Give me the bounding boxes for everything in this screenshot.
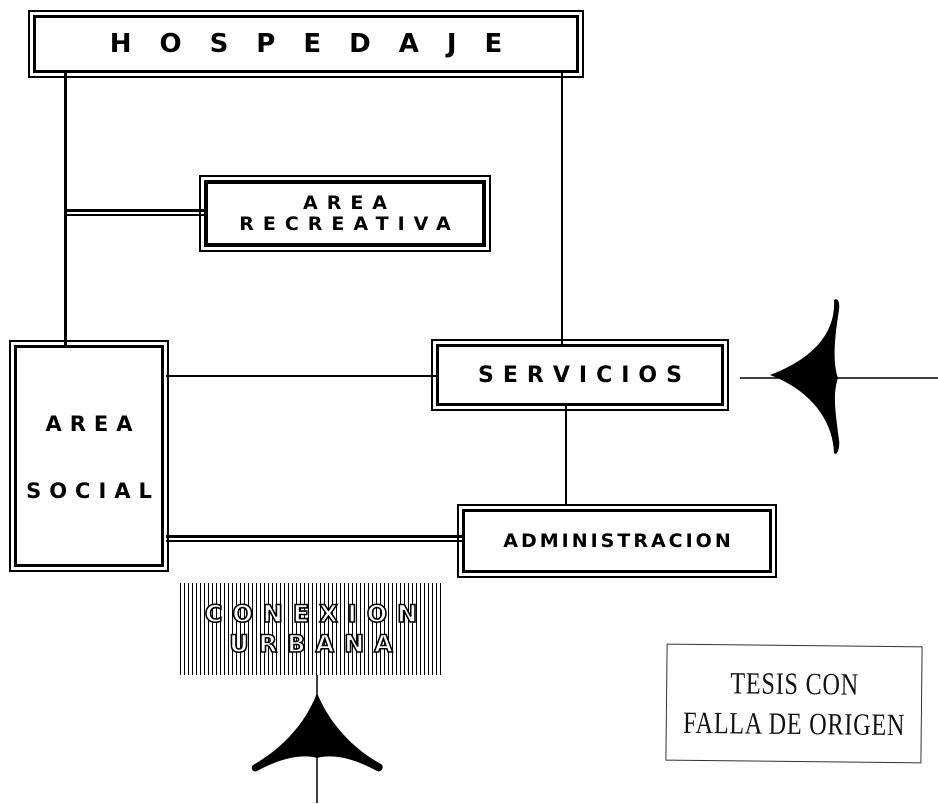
node-area-social-label-1: AREA (45, 411, 141, 436)
node-area-recreativa-label-1: AREA (302, 191, 397, 214)
node-administracion-label: ADMINISTRACION (503, 530, 734, 552)
edge-hospedaje-area-recreativa (64, 209, 206, 212)
node-area-social-label-2: SOCIAL (26, 478, 160, 503)
node-area-social: AREA SOCIAL (9, 340, 169, 572)
node-conexion-urbana: CONEXION URBANA (180, 583, 442, 675)
edge-social-administracion-2 (166, 540, 462, 542)
edge-hospedaje-area-recreativa-2 (64, 214, 206, 216)
node-hospedaje-label: HOSPEDAJE (109, 29, 531, 59)
edge-hospedaje-servicios (561, 73, 563, 345)
access-arrow-east-icon (740, 299, 938, 454)
stamp-line-1: TESIS CON (729, 664, 859, 702)
stamp-line-2: FALLA DE ORIGEN (682, 704, 906, 742)
access-arrow-south-icon (251, 675, 383, 803)
node-administracion: ADMINISTRACION (457, 504, 777, 578)
node-area-recreativa-label-2: RECREATIVA (239, 212, 460, 235)
edge-servicios-administracion (565, 405, 567, 505)
edge-social-administracion (166, 535, 462, 538)
node-hospedaje: HOSPEDAJE (28, 10, 584, 78)
stamp-tesis: TESIS CON FALLA DE ORIGEN (665, 643, 923, 764)
node-servicios-label: SERVICIOS (478, 362, 691, 388)
node-conexion-urbana-label-1: CONEXION (204, 599, 428, 629)
node-area-recreativa: AREA RECREATIVA (199, 175, 491, 252)
edge-social-servicios (166, 375, 436, 377)
node-conexion-urbana-label-2: URBANA (228, 629, 403, 659)
node-servicios: SERVICIOS (431, 339, 729, 411)
